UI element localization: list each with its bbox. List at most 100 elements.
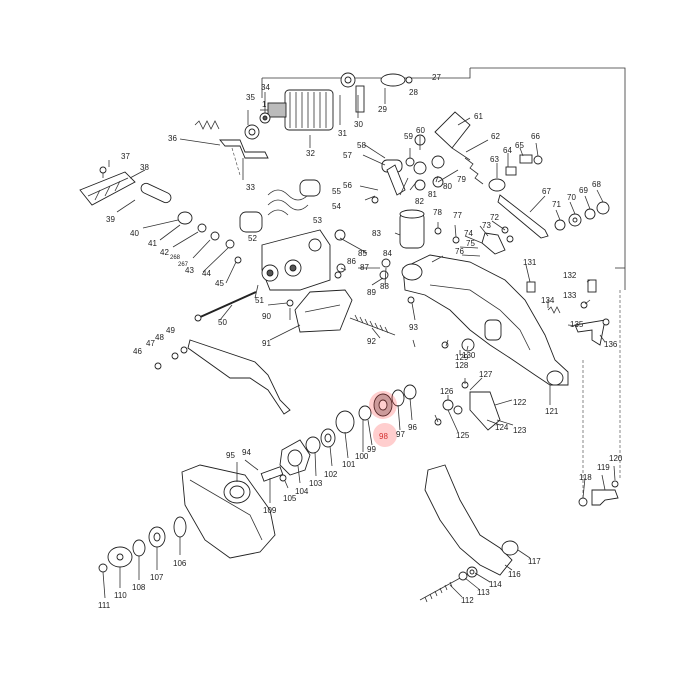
flange-105 [260, 439, 311, 482]
label-129: 129 [455, 353, 469, 362]
label-57: 57 [343, 151, 352, 160]
label-33: 33 [246, 183, 255, 192]
label-117: 117 [528, 557, 541, 566]
label-86: 86 [347, 257, 356, 266]
label-75: 75 [466, 239, 475, 248]
label-131: 131 [523, 258, 537, 267]
label-77: 77 [453, 211, 462, 220]
label-125: 125 [456, 431, 470, 440]
label-105: 105 [283, 494, 297, 503]
label-38: 38 [140, 163, 149, 172]
right-parts [526, 279, 621, 480]
armature [260, 89, 334, 131]
blade-guard-95 [181, 464, 276, 559]
rod-67 [497, 194, 610, 239]
fork-119 [578, 360, 619, 507]
label-132: 132 [563, 271, 577, 280]
label-94: 94 [242, 448, 251, 457]
bracket-91 [294, 289, 353, 333]
label-74: 74 [464, 229, 473, 238]
spindle-stack [305, 384, 417, 454]
label-71: 71 [552, 200, 561, 209]
label-78: 78 [433, 208, 442, 217]
label-102: 102 [324, 470, 338, 479]
label-101: 101 [342, 460, 356, 469]
label-118: 118 [579, 473, 592, 482]
label-93: 93 [409, 323, 418, 332]
label-32: 32 [306, 149, 315, 158]
label-97: 97 [396, 430, 405, 439]
label-31: 31 [338, 129, 347, 138]
label-119: 119 [597, 463, 610, 472]
lower-right-parts [434, 338, 501, 431]
label-29: 29 [378, 105, 387, 114]
label-92: 92 [367, 337, 376, 346]
label-58: 58 [357, 141, 366, 150]
label-43: 43 [185, 266, 194, 275]
label-66: 66 [531, 132, 540, 141]
label-46: 46 [133, 347, 142, 356]
label-40: 40 [130, 229, 139, 238]
label-108: 108 [132, 583, 146, 592]
label-42: 42 [160, 248, 169, 257]
label-109: 109 [263, 506, 277, 515]
label-52: 52 [248, 234, 257, 243]
label-30: 30 [354, 120, 363, 129]
label-122: 122 [513, 398, 527, 407]
label-68: 68 [592, 180, 601, 189]
label-126: 126 [440, 387, 454, 396]
label-107: 107 [150, 573, 164, 582]
label-69: 69 [579, 186, 588, 195]
label-1: 1 [262, 100, 267, 109]
label-62: 62 [491, 132, 500, 141]
label-56: 56 [343, 181, 352, 190]
label-51: 51 [255, 296, 264, 305]
label-123: 123 [513, 426, 527, 435]
label-83: 83 [372, 229, 381, 238]
label-67: 67 [542, 187, 551, 196]
leader-lines [102, 88, 616, 599]
label-114: 114 [489, 580, 502, 589]
label-112: 112 [461, 596, 474, 605]
motor-housing [239, 179, 331, 291]
levers-top [381, 155, 445, 196]
label-44: 44 [202, 269, 211, 278]
lower-guard-116 [424, 464, 519, 576]
link-49 [187, 339, 291, 415]
label-81: 81 [428, 190, 437, 199]
label-128: 128 [455, 361, 469, 370]
knob-61 [434, 111, 543, 192]
label-70: 70 [567, 193, 576, 202]
label-60: 60 [416, 126, 425, 135]
label-135: 135 [570, 320, 584, 329]
label-87: 87 [360, 263, 369, 272]
label-34: 34 [261, 83, 270, 92]
label-37: 37 [121, 152, 130, 161]
label-84: 84 [383, 249, 392, 258]
label-39: 39 [106, 215, 115, 224]
label-103: 103 [309, 479, 323, 488]
label-41: 41 [148, 239, 157, 248]
label-267: 267 [178, 262, 189, 268]
label-110: 110 [114, 591, 127, 600]
label-61: 61 [474, 112, 483, 121]
label-91: 91 [262, 339, 271, 348]
part-labels: 1 27 28 29 30 31 32 33 34 35 36 37 38 39… [98, 73, 623, 610]
label-268: 268 [170, 255, 181, 261]
highlight-98 [369, 391, 397, 447]
label-98: 98 [379, 432, 388, 441]
bearings-top [244, 72, 406, 140]
label-47: 47 [146, 339, 155, 348]
label-134: 134 [541, 296, 555, 305]
label-35: 35 [246, 93, 255, 102]
label-124: 124 [495, 423, 509, 432]
label-65: 65 [515, 141, 524, 150]
label-90: 90 [262, 312, 271, 321]
label-50: 50 [218, 318, 227, 327]
label-36: 36 [168, 134, 177, 143]
label-64: 64 [503, 146, 512, 155]
label-79: 79 [457, 175, 466, 184]
label-111: 111 [98, 601, 111, 610]
label-106: 106 [173, 559, 187, 568]
label-27: 27 [432, 73, 441, 82]
